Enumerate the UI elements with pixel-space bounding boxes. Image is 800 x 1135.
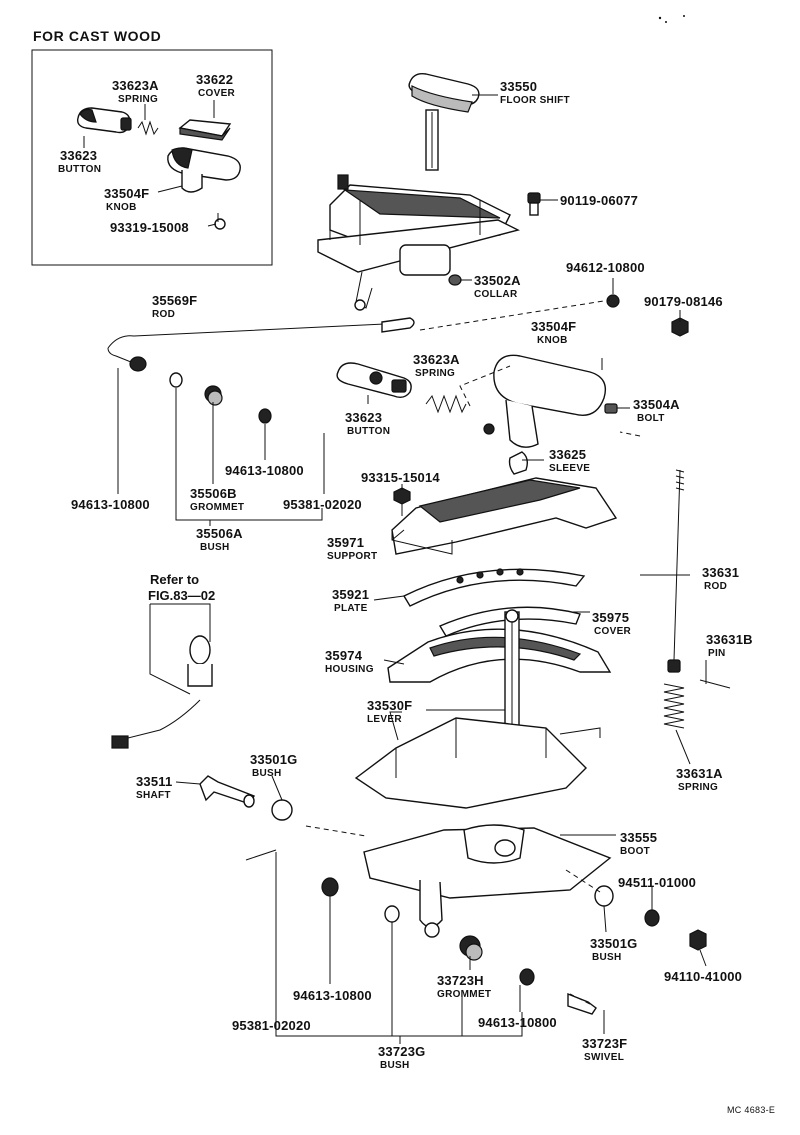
part-label: 90179-08146 xyxy=(644,294,723,309)
floor-shift-icon xyxy=(408,72,480,171)
washer-94511-icon xyxy=(644,909,660,927)
shift-frame-icon xyxy=(354,711,601,809)
sleeve-icon xyxy=(508,451,529,475)
screw-93315-icon xyxy=(393,487,411,516)
housing-icon xyxy=(387,628,612,683)
part-label: 94612-10800 xyxy=(566,260,645,275)
part-label: 90119-06077 xyxy=(560,193,639,208)
swivel-icon xyxy=(567,992,597,1015)
figure-code: MC 4683-E xyxy=(727,1105,776,1115)
part-label: 94613-10800 xyxy=(71,497,150,512)
scan-specks xyxy=(658,15,685,23)
spring-33623a-icon xyxy=(425,394,467,414)
inset-part-label: 93319-15008 xyxy=(110,220,189,235)
inset-screw-icon xyxy=(214,213,226,230)
part-label: 94110-41000 xyxy=(664,969,743,984)
bush-33501g-upper-icon xyxy=(271,799,293,821)
inset-spring-icon xyxy=(137,120,159,136)
inset-title: FOR CAST WOOD xyxy=(33,28,162,44)
plate-icon xyxy=(403,568,586,607)
bush-33501g-lower-icon xyxy=(594,885,614,907)
dashed-lines xyxy=(305,299,641,1005)
grommet-33723h-icon xyxy=(459,935,483,961)
support-icon xyxy=(391,477,618,555)
shaft-icon xyxy=(199,775,255,808)
part-label: 94613-10800 xyxy=(478,1015,557,1030)
washer-94613-mid-icon xyxy=(258,408,272,424)
washer-94613-lower-left-icon xyxy=(321,877,339,897)
collar-icon xyxy=(448,274,462,286)
bush-33723g-icon xyxy=(384,905,400,923)
spring-33631a-icon xyxy=(663,683,685,729)
washer-94613-lower-right-icon xyxy=(519,968,535,986)
knob-33504f-icon xyxy=(493,354,607,448)
part-label: 94511-01000 xyxy=(618,875,697,890)
part-label: 94613-10800 xyxy=(293,988,372,1003)
boot-icon xyxy=(363,824,612,938)
pin-33631b-icon xyxy=(699,679,731,689)
washer-94612-icon xyxy=(606,294,620,308)
socket-icon xyxy=(111,635,213,749)
bush-35506a-icon xyxy=(169,372,183,388)
part-label: 95381-02020 xyxy=(283,497,362,512)
bolt-33504a-icon xyxy=(604,403,618,414)
part-label: 95381-02020 xyxy=(232,1018,311,1033)
inset-cover-icon xyxy=(178,119,232,141)
pin-95381-lower-icon xyxy=(245,849,277,861)
shift-base-icon xyxy=(317,174,520,311)
leader-lines xyxy=(83,94,707,1044)
button-33623-icon xyxy=(336,362,412,399)
bolt-90119-icon xyxy=(527,192,541,216)
inset-frame xyxy=(31,49,273,266)
part-label: 94613-10800 xyxy=(225,463,304,478)
cover-icon xyxy=(438,606,581,637)
part-label: 93315-15014 xyxy=(361,470,440,485)
small-bolt-icon xyxy=(483,423,495,435)
nut-94110-icon xyxy=(689,929,707,951)
rod-33631-icon xyxy=(667,469,685,673)
rod-icon xyxy=(107,317,415,372)
inset-knob-icon xyxy=(167,147,241,193)
inset-button-icon xyxy=(76,107,132,134)
refer-note: Refer to FIG.83—02 xyxy=(148,572,216,604)
